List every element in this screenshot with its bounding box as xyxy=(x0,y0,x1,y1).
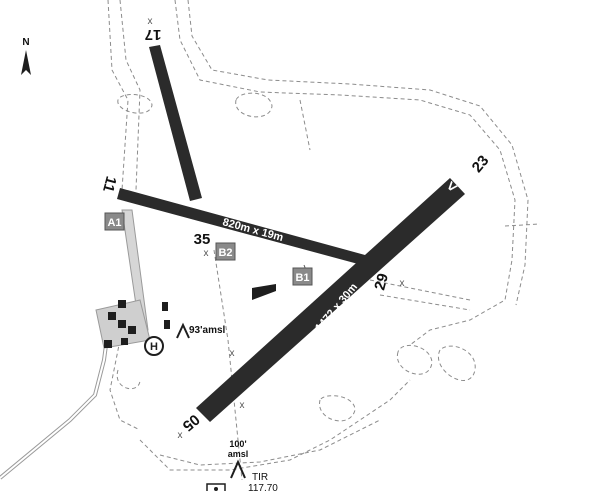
north-arrow-icon xyxy=(21,50,31,75)
building xyxy=(128,326,136,334)
heliport-symbol: H xyxy=(144,336,164,356)
heliport-label: H xyxy=(150,341,158,353)
taxiway-b2: B2 xyxy=(215,242,236,261)
svg-text:x: x xyxy=(240,400,245,411)
runway-11-29-dimensions: 820m x 19m xyxy=(221,216,285,244)
airfield-elevation-text: 93'amsl xyxy=(189,325,226,336)
svg-text:x: x xyxy=(178,430,183,441)
runway-17-35: 600m x 18m 17 35 xyxy=(145,26,211,248)
closed-markers: x x x x x x xyxy=(148,16,405,441)
north-arrow: N xyxy=(21,37,31,75)
taxiway-b1-label: B1 xyxy=(295,272,309,284)
svg-text:x: x xyxy=(230,348,235,359)
obstacle-elevation-line1: 100' xyxy=(229,439,246,449)
wind-indicator xyxy=(252,284,276,300)
runway-11-label: 11 xyxy=(99,174,120,194)
building xyxy=(108,312,116,320)
navaid-vor: TIR 117.70 xyxy=(206,472,278,491)
svg-text:x: x xyxy=(400,278,405,289)
building xyxy=(164,320,170,329)
taxiway-b2-label: B2 xyxy=(218,247,232,259)
building xyxy=(118,320,126,328)
obstacle-elevation: 100' amsl xyxy=(228,439,249,479)
airfield-elevation: 93'amsl xyxy=(176,322,226,339)
north-label: N xyxy=(22,37,29,48)
building xyxy=(162,302,168,311)
building xyxy=(104,340,112,348)
runway-23-label: 23 xyxy=(469,152,493,176)
svg-text:x: x xyxy=(204,248,209,259)
buildings xyxy=(104,300,170,348)
taxiway-b1: B1 xyxy=(292,264,313,286)
runway-17-label: 17 xyxy=(145,26,162,43)
building xyxy=(121,338,128,345)
runway-05-label: 05 xyxy=(179,411,203,435)
aerodrome-boundary xyxy=(107,0,541,481)
navaid-name: TIR xyxy=(252,472,268,483)
building xyxy=(118,300,126,308)
access-road xyxy=(0,344,108,480)
taxiway-a1-label: A1 xyxy=(107,217,121,229)
svg-text:x: x xyxy=(148,16,153,27)
obstacle-elevation-line2: amsl xyxy=(228,449,249,459)
runway-29-label: 29 xyxy=(371,272,392,293)
runway-35-label: 35 xyxy=(194,231,211,248)
navaid-frequency: 117.70 xyxy=(248,483,278,491)
elevation-icon xyxy=(176,322,190,339)
runway-05-23: 1472 x 30m 05 23 < xyxy=(179,152,492,434)
taxiway-a1: A1 xyxy=(104,212,125,231)
obstacle-icon xyxy=(230,459,246,479)
